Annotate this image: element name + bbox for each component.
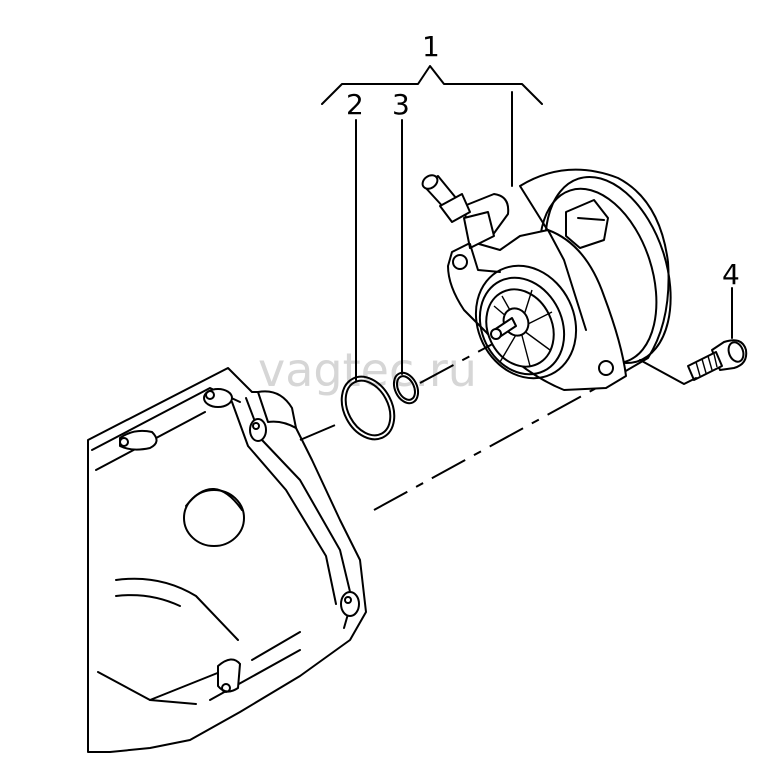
callout-label-4: 4 xyxy=(722,258,740,291)
cylinder-head-housing xyxy=(87,367,367,753)
callout-label-1: 1 xyxy=(422,30,440,63)
watermark-text: vagtec.ru xyxy=(258,343,477,397)
o-ring-small xyxy=(392,371,420,405)
o-ring-large xyxy=(340,375,396,441)
callout-label-3: 3 xyxy=(392,88,410,121)
assembly-centerlines xyxy=(299,339,601,511)
vacuum-pump xyxy=(421,168,672,391)
bolt xyxy=(687,339,748,381)
callout-leaders xyxy=(321,65,733,385)
callout-label-2: 2 xyxy=(346,88,364,121)
